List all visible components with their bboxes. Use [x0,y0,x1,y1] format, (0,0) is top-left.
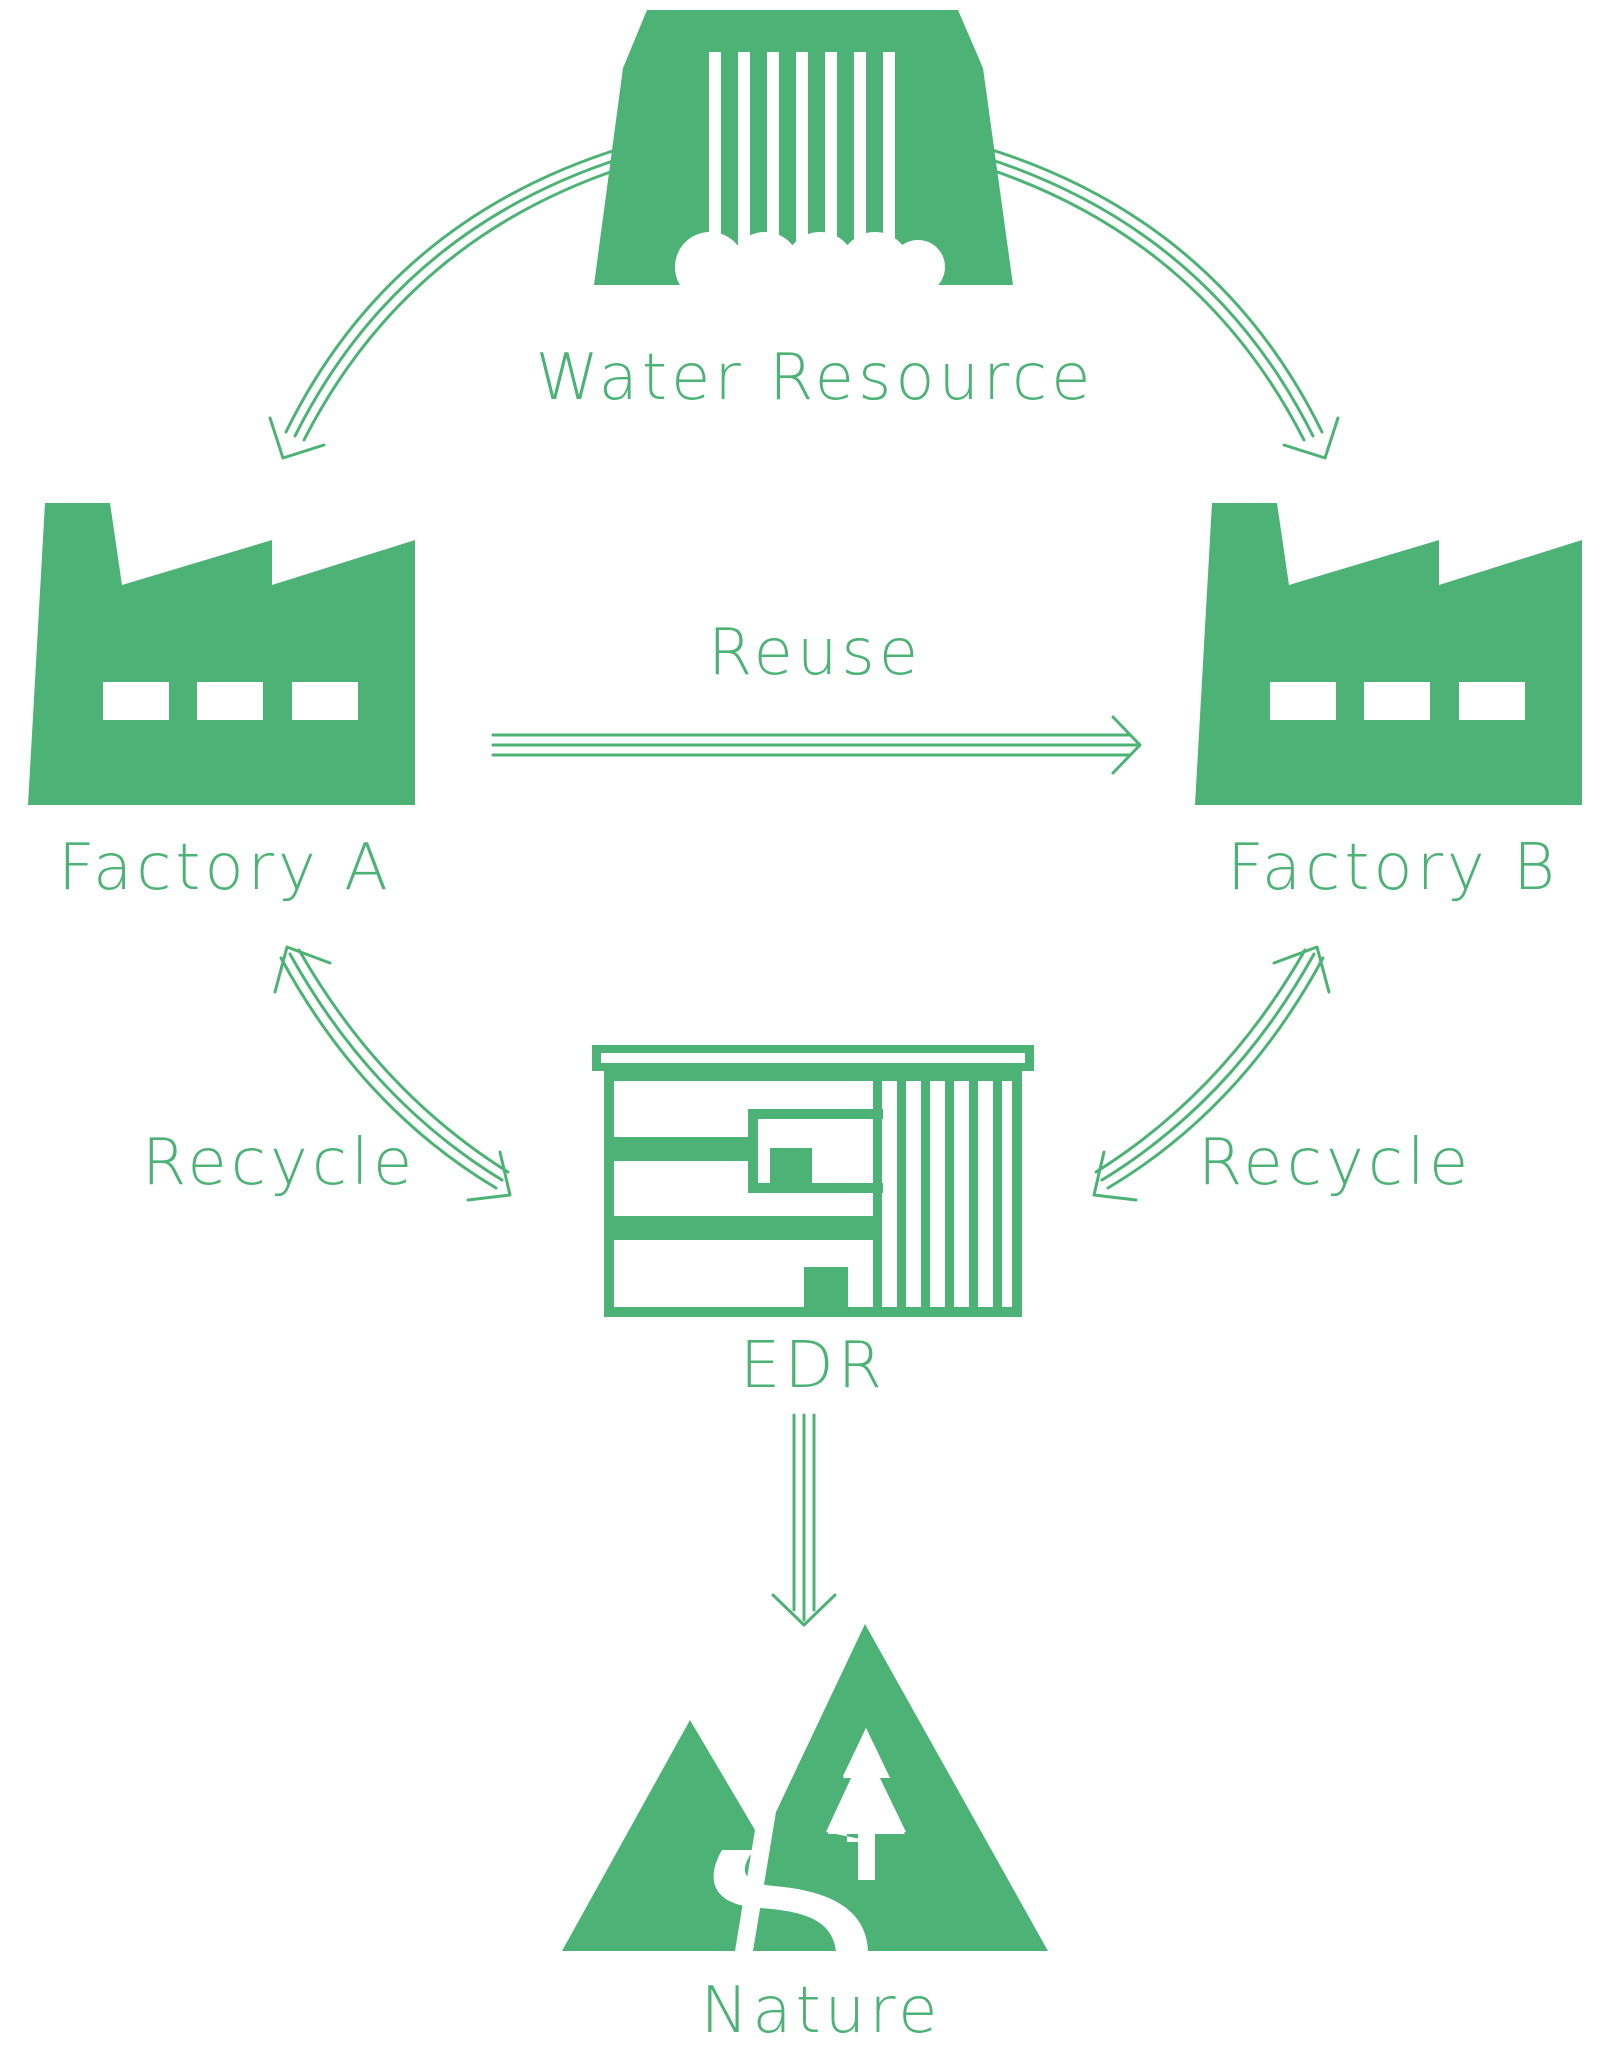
factory-b-icon [1195,503,1582,805]
factory-b-label: Factory B [1226,831,1560,905]
edr-plant-icon [592,1045,1034,1317]
dam-icon [594,10,1013,302]
arrow-recycle-left [273,945,512,1202]
factory-a-icon [28,503,415,805]
edr-label: EDR [739,1329,887,1403]
arrow-recycle-right [1092,945,1331,1202]
arrow-water-to-factory-a [268,146,624,460]
factory-a-label: Factory A [58,831,392,905]
nature-icon [562,1624,1048,1951]
nature-label: Nature [700,1974,942,2048]
recycle-right-label: Recycle [1197,1126,1473,1200]
recycle-left-label: Recycle [141,1126,417,1200]
arrow-edr-to-nature [771,1413,837,1627]
water-resource-label: Water Resource [535,341,1095,415]
reuse-label: Reuse [707,616,923,690]
arrow-water-to-factory-b [984,146,1340,460]
arrow-reuse [491,715,1142,775]
